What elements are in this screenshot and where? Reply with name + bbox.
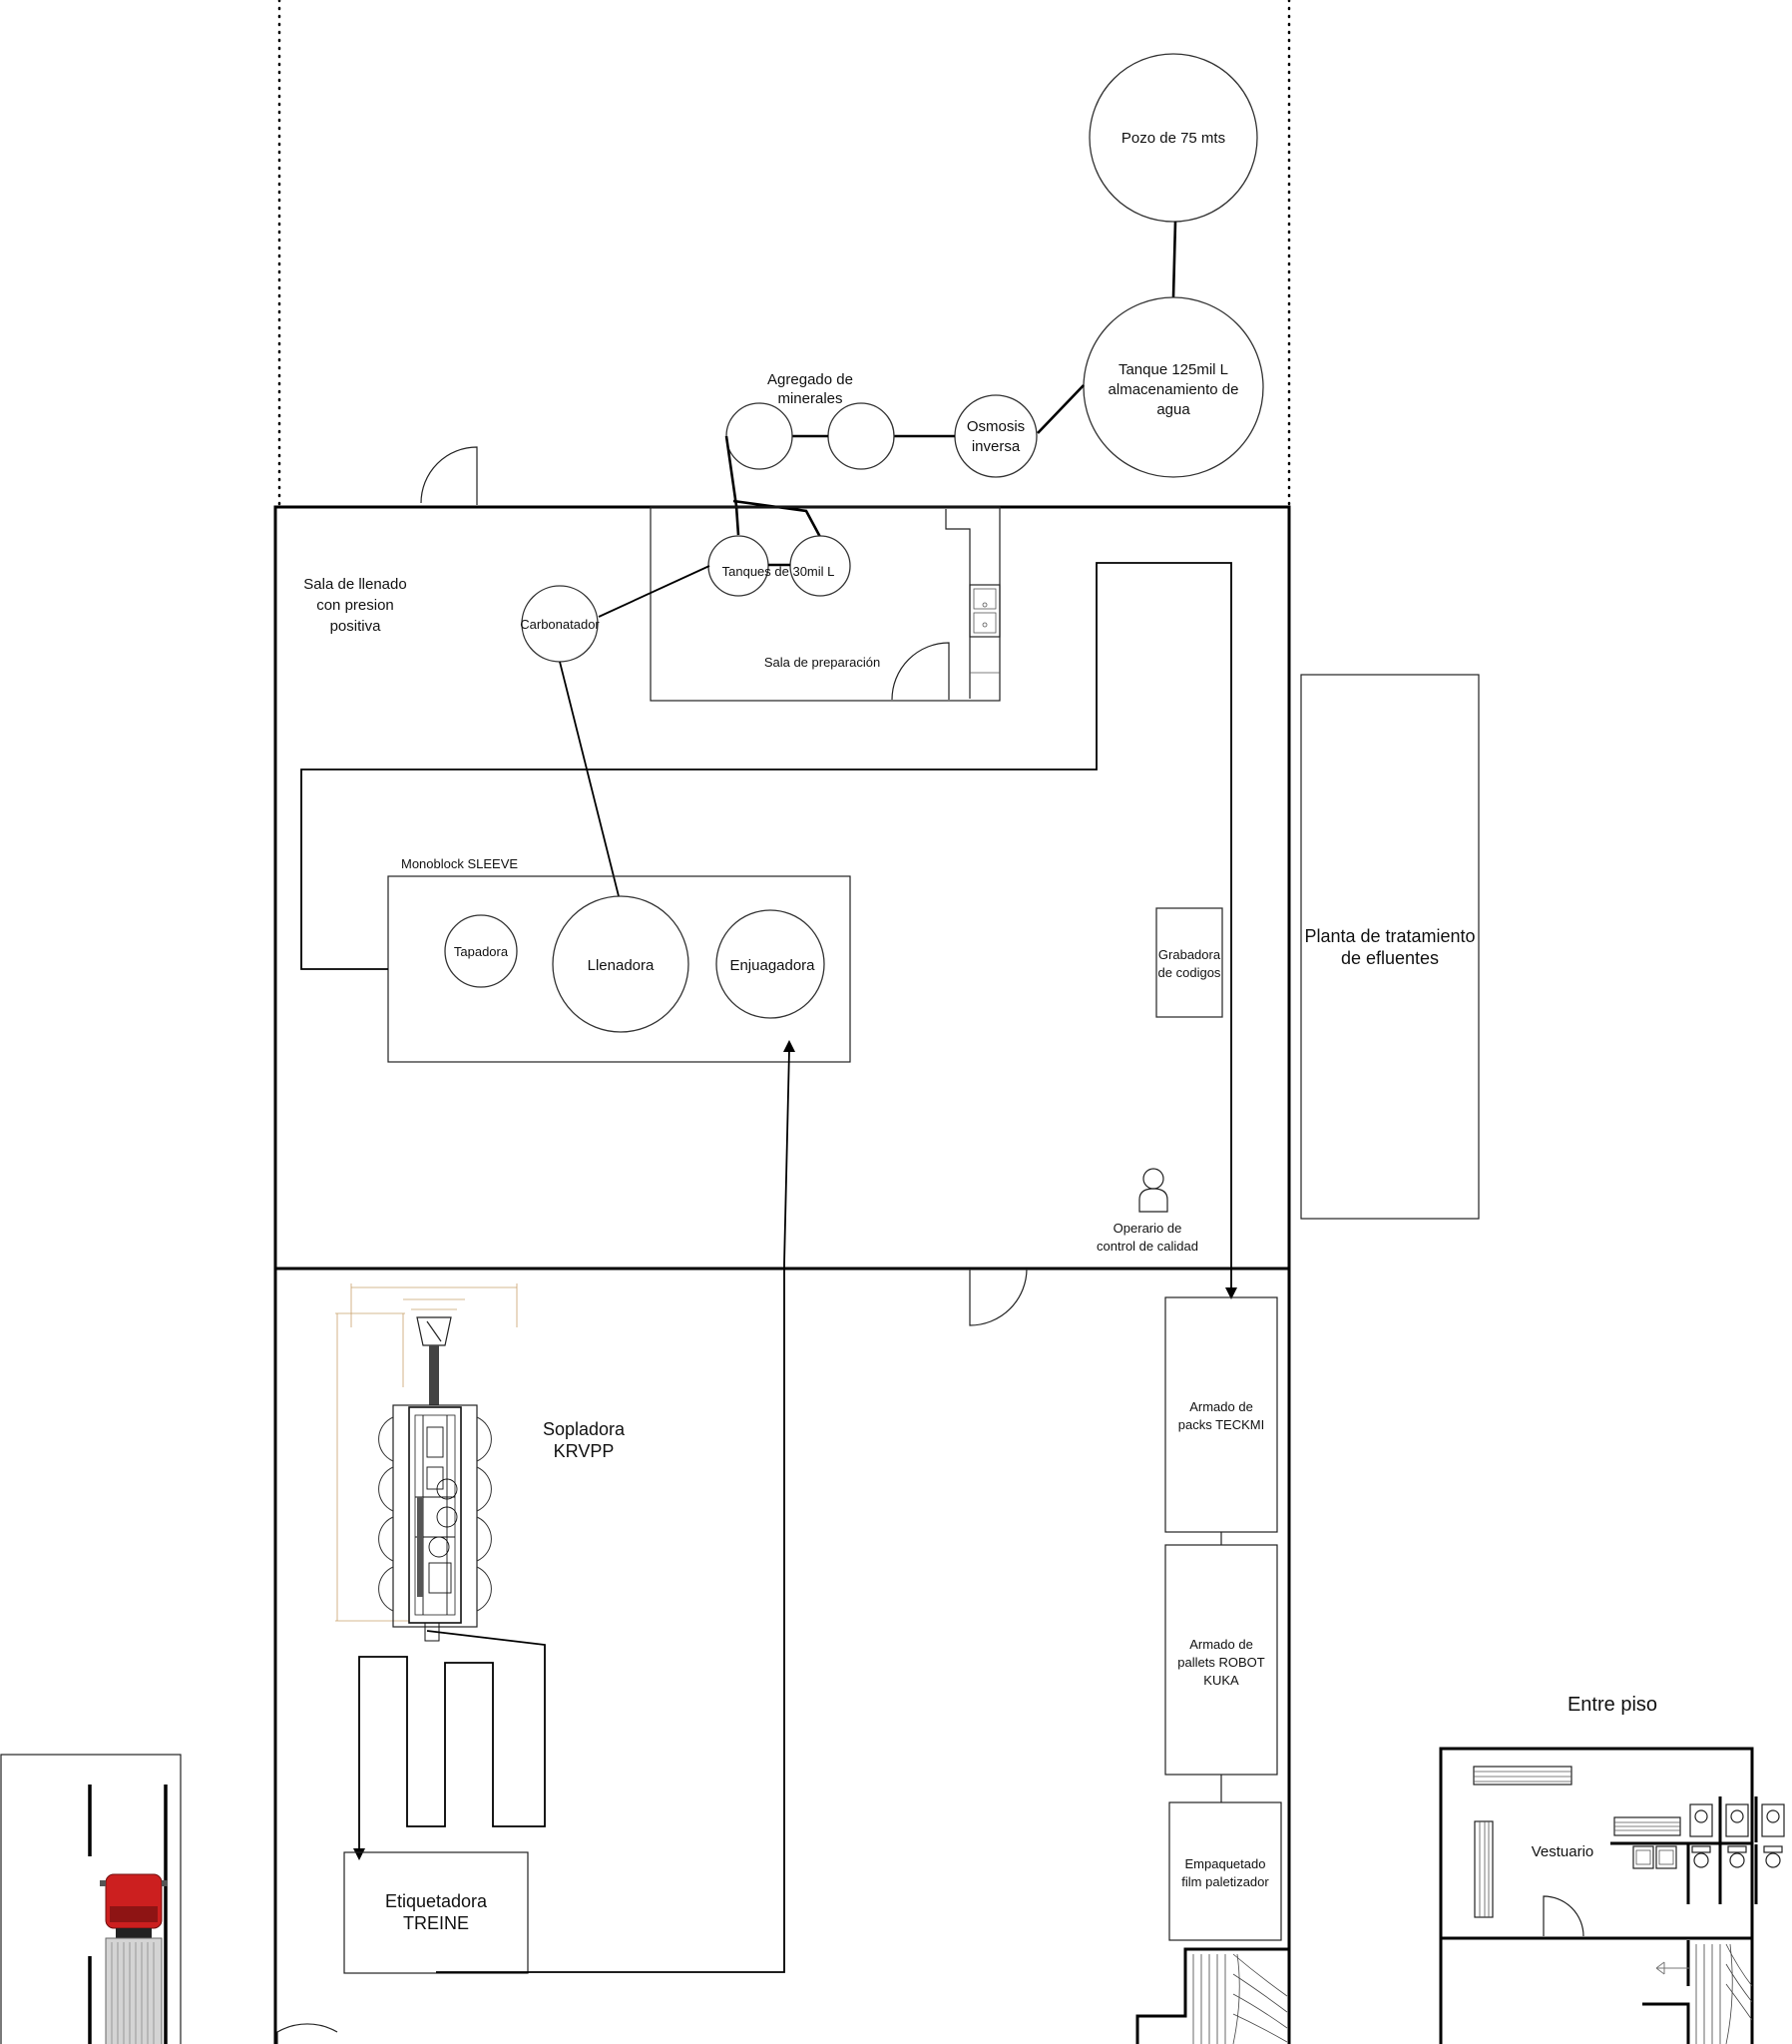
- truck-bay: [0, 1754, 182, 2044]
- toilet-icon: [1689, 1796, 1785, 1842]
- empaquetado-label-1: Empaquetado: [1185, 1856, 1266, 1871]
- entre-piso-title: Entre piso: [1568, 1694, 1657, 1716]
- pozo-well: Pozo de 75 mts: [1089, 53, 1258, 223]
- mineral-tank-2: [827, 402, 895, 470]
- planta-efluentes-label-1: Planta de tratamiento: [1304, 926, 1475, 946]
- tanque-125-label-3: agua: [1156, 401, 1190, 418]
- sink-icon: [1632, 1845, 1677, 1869]
- empaquetado-label-2: film paletizador: [1181, 1874, 1269, 1889]
- pozo-label: Pozo de 75 mts: [1121, 130, 1225, 147]
- llenadora-unit: Llenadora: [552, 895, 689, 1033]
- carbonatador-unit: Carbonatador: [520, 585, 600, 663]
- armado-packs-unit: Armado de packs TECKMI: [1164, 1296, 1278, 1533]
- door-swing-icon: [276, 2023, 338, 2044]
- conveyor-llenado-path: [300, 562, 1232, 1287]
- sopladora-label-2: KRVPP: [554, 1441, 615, 1461]
- arrow-head: [353, 1848, 365, 1860]
- stairs-icon: [1642, 1940, 1753, 2044]
- serpentine-conveyor: [358, 1630, 546, 1850]
- sala-preparacion-label: Sala de preparación: [764, 655, 880, 670]
- entre-piso-room: [1439, 1747, 1754, 2044]
- tapadora-label: Tapadora: [454, 944, 509, 959]
- etiquetadora-label-2: TREINE: [403, 1913, 469, 1933]
- grabadora-label-1: Grabadora: [1158, 947, 1221, 962]
- vestuario-label: Vestuario: [1532, 1843, 1594, 1860]
- etiquetadora-label-1: Etiquetadora: [385, 1891, 488, 1911]
- conveyor-return-path: [436, 1049, 790, 1973]
- door-swing-icon: [420, 446, 478, 505]
- arrow-head: [783, 1040, 795, 1052]
- pipe-tanques30-carbonatador: [598, 565, 710, 618]
- etiquetadora-unit: Etiquetadora TREINE: [343, 1851, 529, 1974]
- sala-llenado-label-1: Sala de llenado: [303, 576, 406, 593]
- pipe-split: [732, 499, 822, 538]
- truck-icon: [100, 1873, 168, 2044]
- pipe-pozo-tanque: [1171, 221, 1177, 298]
- armado-pallets-label-3: KUKA: [1203, 1673, 1239, 1688]
- stairs-icon: [1135, 1947, 1289, 2044]
- carbonatador-label: Carbonatador: [520, 617, 600, 632]
- grabadora-unit: Grabadora de codigos: [1155, 907, 1223, 1018]
- planta-efluentes: Planta de tratamiento de efluentes: [1300, 674, 1480, 1220]
- sopladora-label-1: Sopladora: [543, 1419, 626, 1439]
- enjuagadora-label: Enjuagadora: [729, 957, 815, 974]
- counter-unit: [945, 509, 1001, 699]
- osmosis-label-2: inversa: [972, 438, 1021, 455]
- armado-packs-label-1: Armado de: [1189, 1399, 1253, 1414]
- monoblock-label: Monoblock SLEEVE: [401, 856, 518, 871]
- agregado-label-2: minerales: [777, 390, 842, 407]
- sopladora-machine: [335, 1283, 518, 1642]
- empaquetado-unit: Empaquetado film paletizador: [1168, 1801, 1282, 1941]
- tanque-125-tank: Tanque 125mil L almacenamiento de agua: [1083, 296, 1264, 478]
- pipe-carbonatador-llenadora: [559, 661, 620, 897]
- tanque-125-label-2: almacenamiento de: [1109, 381, 1239, 398]
- tanque-125-label-1: Tanque 125mil L: [1119, 361, 1228, 378]
- planta-efluentes-label-2: de efluentes: [1341, 948, 1439, 968]
- osmosis-unit: Osmosis inversa: [954, 394, 1038, 478]
- toilet-icon: [1686, 1844, 1783, 1904]
- osmosis-label-1: Osmosis: [967, 418, 1025, 435]
- armado-packs-label-2: packs TECKMI: [1178, 1417, 1264, 1432]
- tapadora-unit: Tapadora: [444, 914, 518, 988]
- armado-pallets-label-2: pallets ROBOT: [1177, 1655, 1264, 1670]
- armado-pallets-label-1: Armado de: [1189, 1637, 1253, 1652]
- enjuagadora-unit: Enjuagadora: [715, 909, 825, 1019]
- pipe-tanque-osmosis: [1037, 384, 1085, 434]
- sala-llenado-label-3: positiva: [330, 618, 382, 635]
- sala-llenado-label-2: con presion: [316, 597, 394, 614]
- agregado-label-1: Agregado de: [767, 371, 853, 388]
- operario-label-1: Operario de: [1114, 1221, 1182, 1236]
- armado-pallets-unit: Armado de pallets ROBOT KUKA: [1164, 1544, 1278, 1776]
- pipe-mineral-tanques30: [724, 435, 740, 536]
- building-outline: [273, 505, 1291, 2044]
- bench-icon: [1613, 1816, 1681, 1836]
- bench-icon: [1473, 1766, 1572, 1786]
- door-swing-icon: [891, 642, 950, 701]
- operario-label-2: control de calidad: [1097, 1239, 1198, 1254]
- mineral-tank-1: [725, 402, 793, 470]
- grabadora-label-2: de codigos: [1158, 965, 1221, 980]
- door-swing-icon: [969, 1268, 1028, 1326]
- llenadora-label: Llenadora: [588, 957, 655, 974]
- bench-icon: [1474, 1820, 1494, 1918]
- person-icon: [1138, 1168, 1168, 1213]
- arrow-head: [1225, 1287, 1237, 1299]
- tanques-30-label: Tanques de 30mil L: [722, 564, 835, 579]
- door-swing-icon: [1543, 1895, 1584, 1937]
